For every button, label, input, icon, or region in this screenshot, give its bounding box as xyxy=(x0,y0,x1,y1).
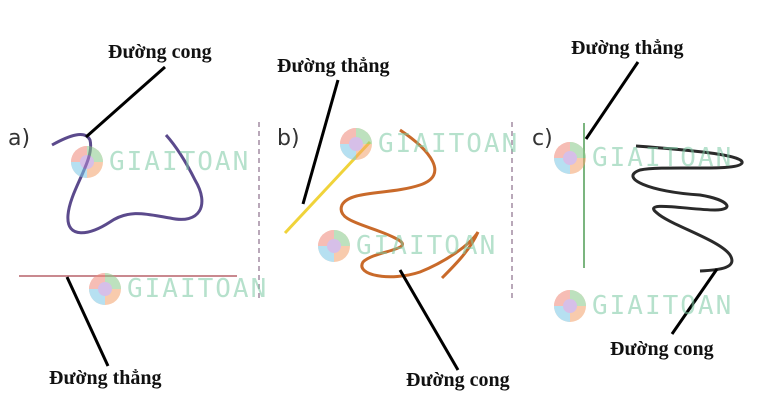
pointer-a-bottom xyxy=(65,276,110,367)
label-a-curve: Đường cong xyxy=(108,41,212,63)
watermark: GIAITOAN xyxy=(87,271,268,307)
curve-a xyxy=(51,133,204,235)
watermark: GIAITOAN xyxy=(338,126,519,162)
label-c-curve: Đường cong xyxy=(610,338,714,360)
part-label-c: c) xyxy=(532,126,553,151)
giaitoan-logo-icon xyxy=(340,128,372,160)
label-a-straight: Đường thẳng xyxy=(49,367,162,389)
curve-c xyxy=(631,144,744,273)
pointer-b-bottom xyxy=(398,269,460,371)
part-label-b: b) xyxy=(277,126,300,151)
watermark: GIAITOAN xyxy=(552,288,733,324)
pointer-c-bottom xyxy=(670,268,719,335)
pointer-a-top xyxy=(85,65,166,139)
giaitoan-logo-icon xyxy=(554,142,586,174)
pointer-b-top xyxy=(301,79,340,205)
part-label-a: a) xyxy=(8,126,31,151)
watermark: GIAITOAN xyxy=(316,228,497,264)
watermark: GIAITOAN xyxy=(552,140,733,176)
giaitoan-logo-icon xyxy=(554,290,586,322)
label-b-curve: Đường cong xyxy=(406,369,510,391)
label-b-straight: Đường thẳng xyxy=(277,55,390,77)
giaitoan-logo-icon xyxy=(71,146,103,178)
label-c-straight: Đường thẳng xyxy=(571,37,684,59)
giaitoan-logo-icon xyxy=(89,273,121,305)
watermark: GIAITOAN xyxy=(69,144,250,180)
giaitoan-logo-icon xyxy=(318,230,350,262)
pointer-c-top xyxy=(584,61,640,140)
curve-b xyxy=(339,128,480,280)
